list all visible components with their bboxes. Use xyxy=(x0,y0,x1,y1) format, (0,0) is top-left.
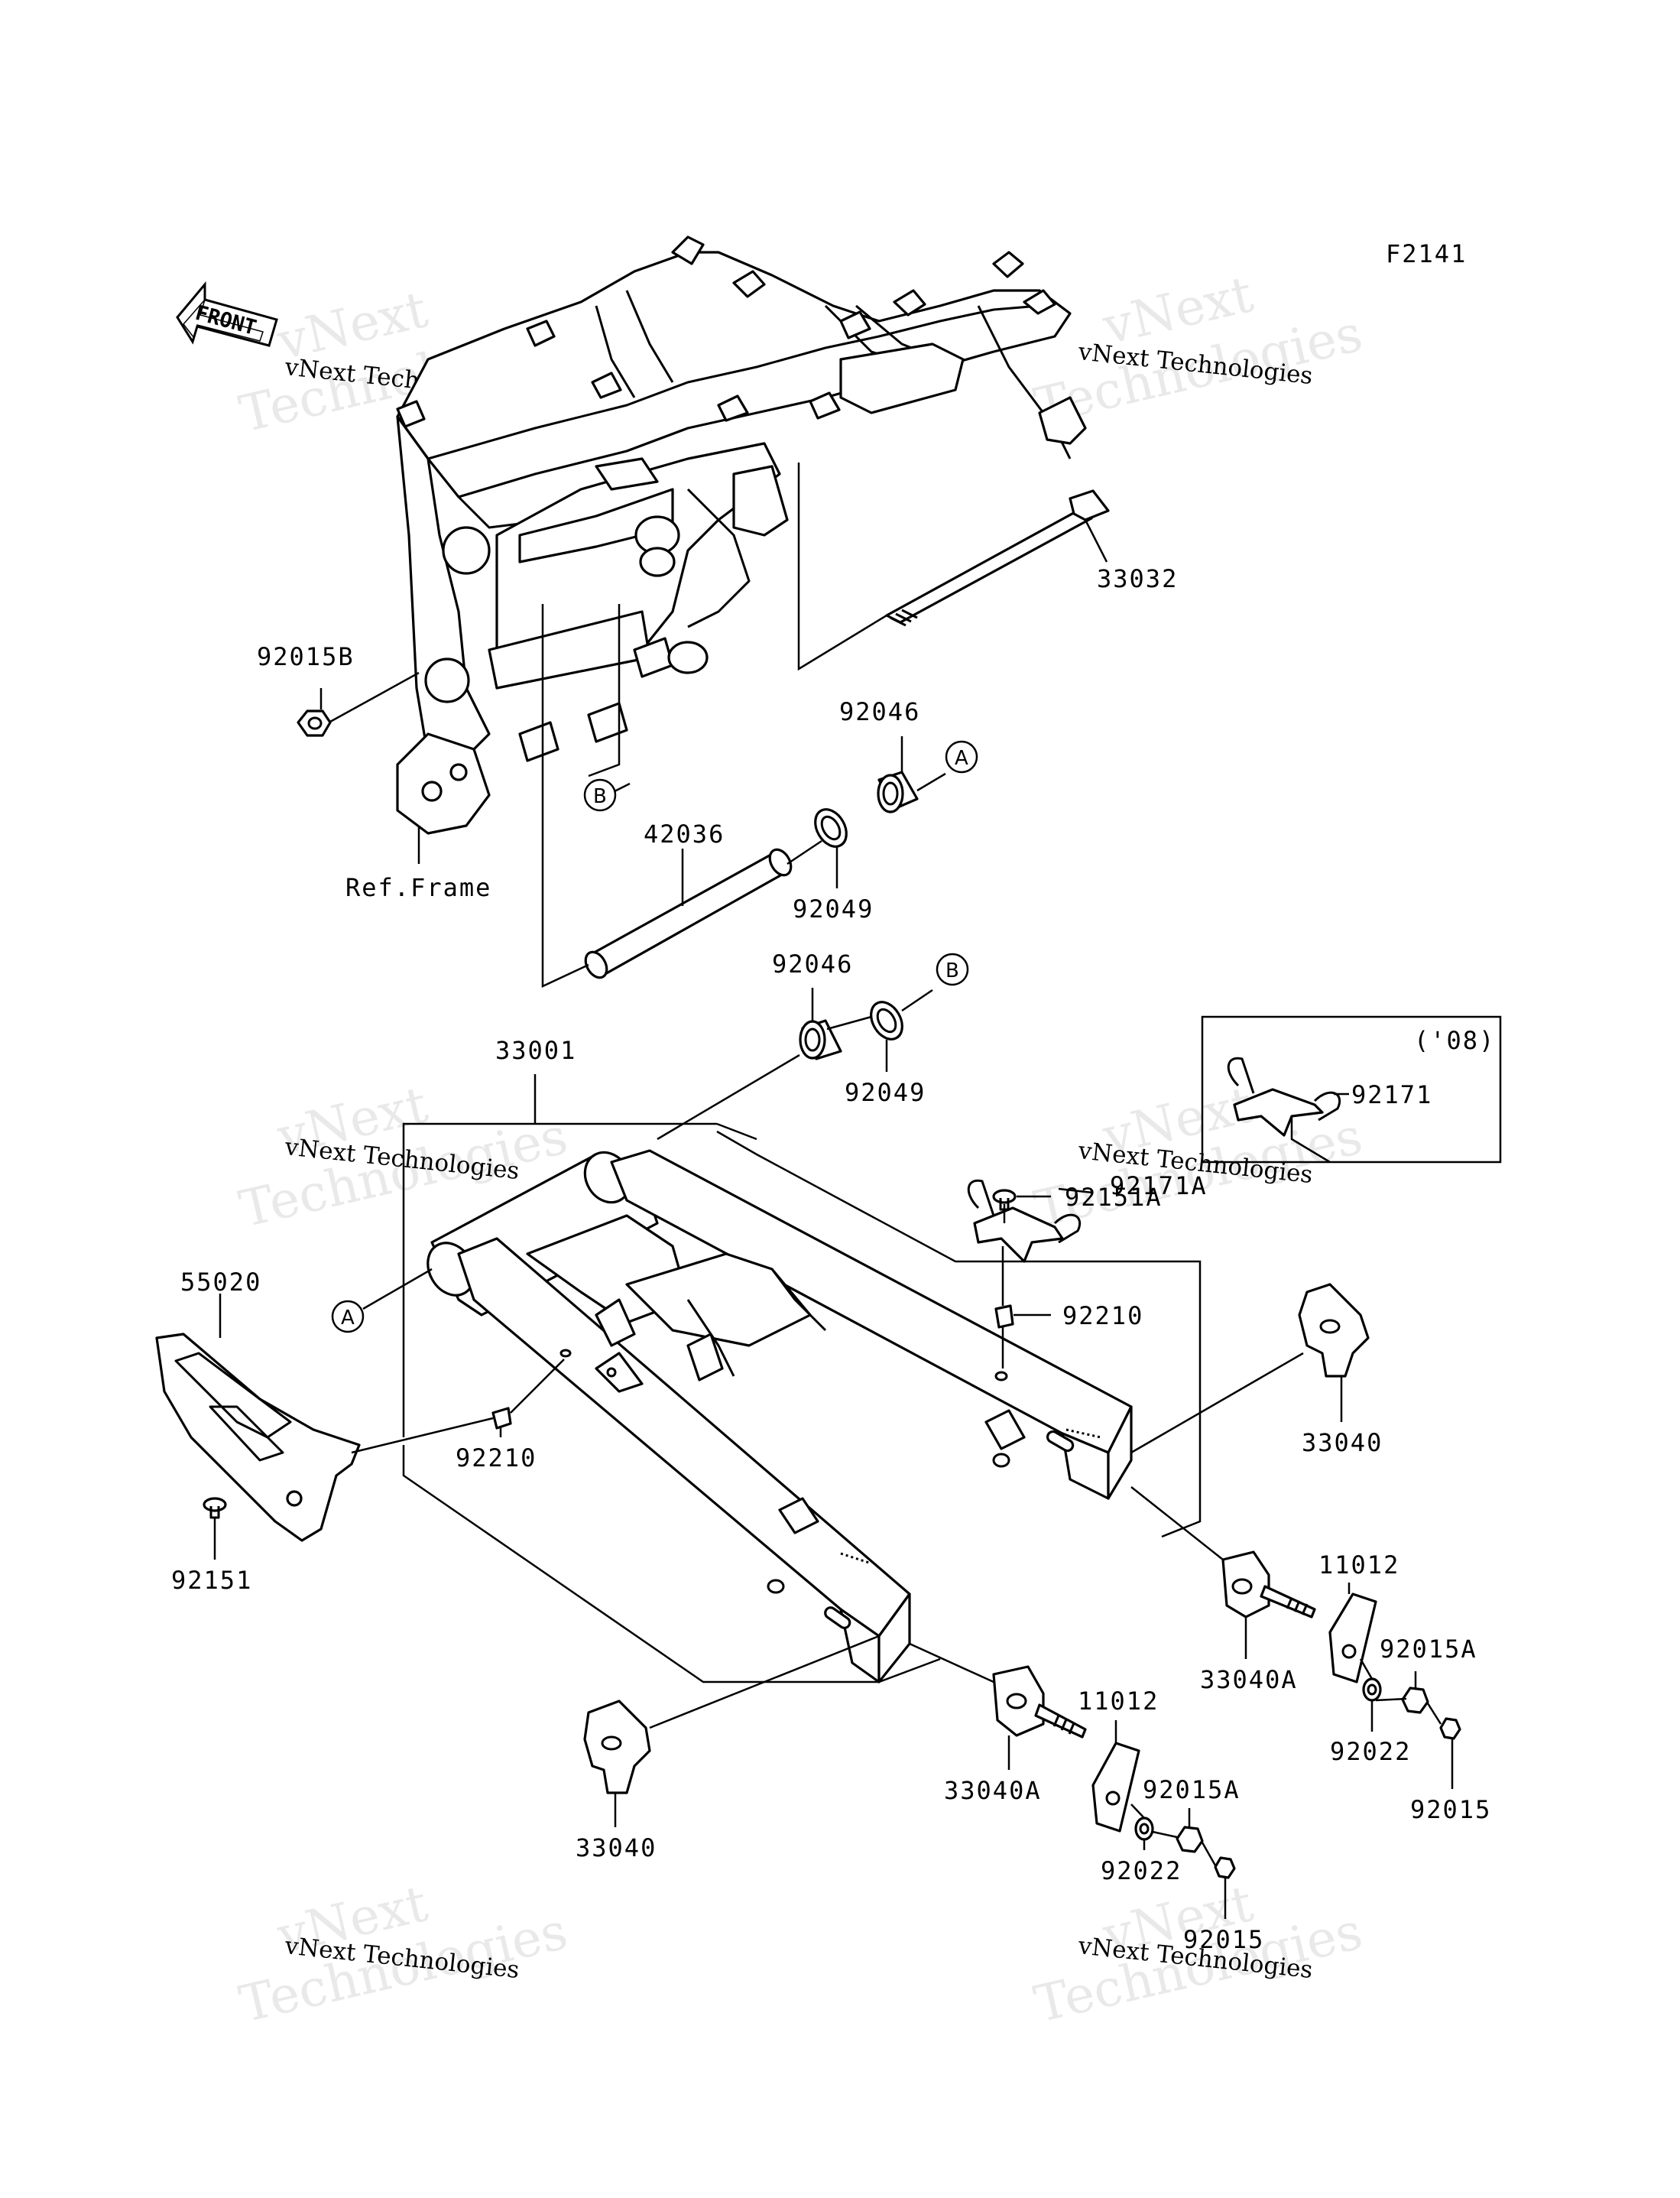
ref-frame-label: Ref.Frame xyxy=(345,873,491,902)
chain-guard-55020 xyxy=(155,1333,361,1542)
nut-92015A-left xyxy=(1176,1826,1204,1853)
label-92171A: 92171A xyxy=(1110,1171,1208,1200)
label-92210-right: 92210 xyxy=(1062,1301,1143,1330)
label-92210-left: 92210 xyxy=(456,1443,537,1472)
sleeve-42036 xyxy=(584,848,793,979)
adjuster-block-33040-right xyxy=(1298,1283,1370,1378)
label-92015A-left: 92015A xyxy=(1143,1775,1241,1804)
bearing-92046-upper xyxy=(877,771,919,813)
nut-92015-right xyxy=(1439,1717,1461,1740)
label-42036: 42036 xyxy=(644,820,725,849)
label-92049-lower: 92049 xyxy=(845,1078,926,1107)
label-92151A: 92151A xyxy=(1065,1183,1163,1212)
svg-text:B: B xyxy=(945,959,959,982)
label-11012-left: 11012 xyxy=(1078,1687,1159,1716)
label-33040-left: 33040 xyxy=(576,1833,657,1862)
callout-A-lower: A xyxy=(331,1300,365,1333)
label-92015A-right: 92015A xyxy=(1380,1635,1477,1664)
bracket-92171A xyxy=(967,1179,1082,1263)
callout-A-upper: A xyxy=(945,740,978,774)
adjuster-33040A-left xyxy=(992,1665,1087,1739)
plate-11012-left xyxy=(1091,1742,1140,1833)
label-92046-lower: 92046 xyxy=(772,950,853,979)
label-33040A-left: 33040A xyxy=(944,1776,1042,1805)
label-92015-left: 92015 xyxy=(1183,1925,1264,1954)
fitting-92210-left-icon xyxy=(491,1407,512,1430)
washer-92022-left xyxy=(1134,1817,1154,1841)
label-33032: 33032 xyxy=(1097,564,1178,593)
label-92015-right: 92015 xyxy=(1410,1795,1491,1824)
main-frame-drawing xyxy=(396,235,1087,835)
label-92151: 92151 xyxy=(171,1566,252,1595)
label-92022-left: 92022 xyxy=(1101,1856,1182,1885)
watermark-top-right: vNext Technologies vNext Technologies xyxy=(1029,265,1367,437)
callout-B-lower: B xyxy=(936,953,969,986)
svg-text:A: A xyxy=(955,747,968,770)
figure-code: F2141 xyxy=(1386,239,1467,268)
svg-text:A: A xyxy=(341,1307,355,1330)
fitting-92210-right-icon xyxy=(994,1304,1014,1329)
label-33001: 33001 xyxy=(495,1036,576,1065)
seal-92049-upper xyxy=(814,808,848,848)
label-11012-right: 11012 xyxy=(1318,1550,1399,1580)
nut-92015B-icon xyxy=(297,709,332,737)
label-92022-right: 92022 xyxy=(1330,1737,1411,1766)
bearing-92046-lower xyxy=(799,1019,842,1060)
variant-label: ('08) xyxy=(1414,1026,1495,1055)
label-92046-upper: 92046 xyxy=(839,697,920,726)
adjuster-33040A-right xyxy=(1221,1550,1316,1618)
leader-lines xyxy=(213,463,1454,1919)
callout-B-upper: B xyxy=(583,778,617,812)
seal-92049-lower xyxy=(870,1001,903,1041)
watermark-bottom-left: vNext Technologies vNext Technologies xyxy=(234,1874,572,2034)
label-92171: 92171 xyxy=(1351,1080,1432,1109)
adjuster-block-33040-left xyxy=(583,1700,651,1794)
svg-text:B: B xyxy=(593,785,607,808)
nut-92015A-right xyxy=(1401,1687,1429,1714)
label-55020: 55020 xyxy=(180,1268,261,1297)
front-arrow-icon: FRONT xyxy=(176,281,278,347)
label-92049-upper: 92049 xyxy=(793,894,874,924)
plate-11012-right xyxy=(1328,1592,1377,1683)
washer-92022-right xyxy=(1362,1677,1382,1702)
nut-92015-left xyxy=(1214,1856,1236,1879)
bolt-92151-icon xyxy=(203,1497,227,1519)
pivot-shaft-33032 xyxy=(885,489,1110,627)
label-33040-right: 33040 xyxy=(1302,1428,1383,1457)
label-33040A-right: 33040A xyxy=(1200,1665,1298,1694)
label-92015B: 92015B xyxy=(257,642,355,671)
